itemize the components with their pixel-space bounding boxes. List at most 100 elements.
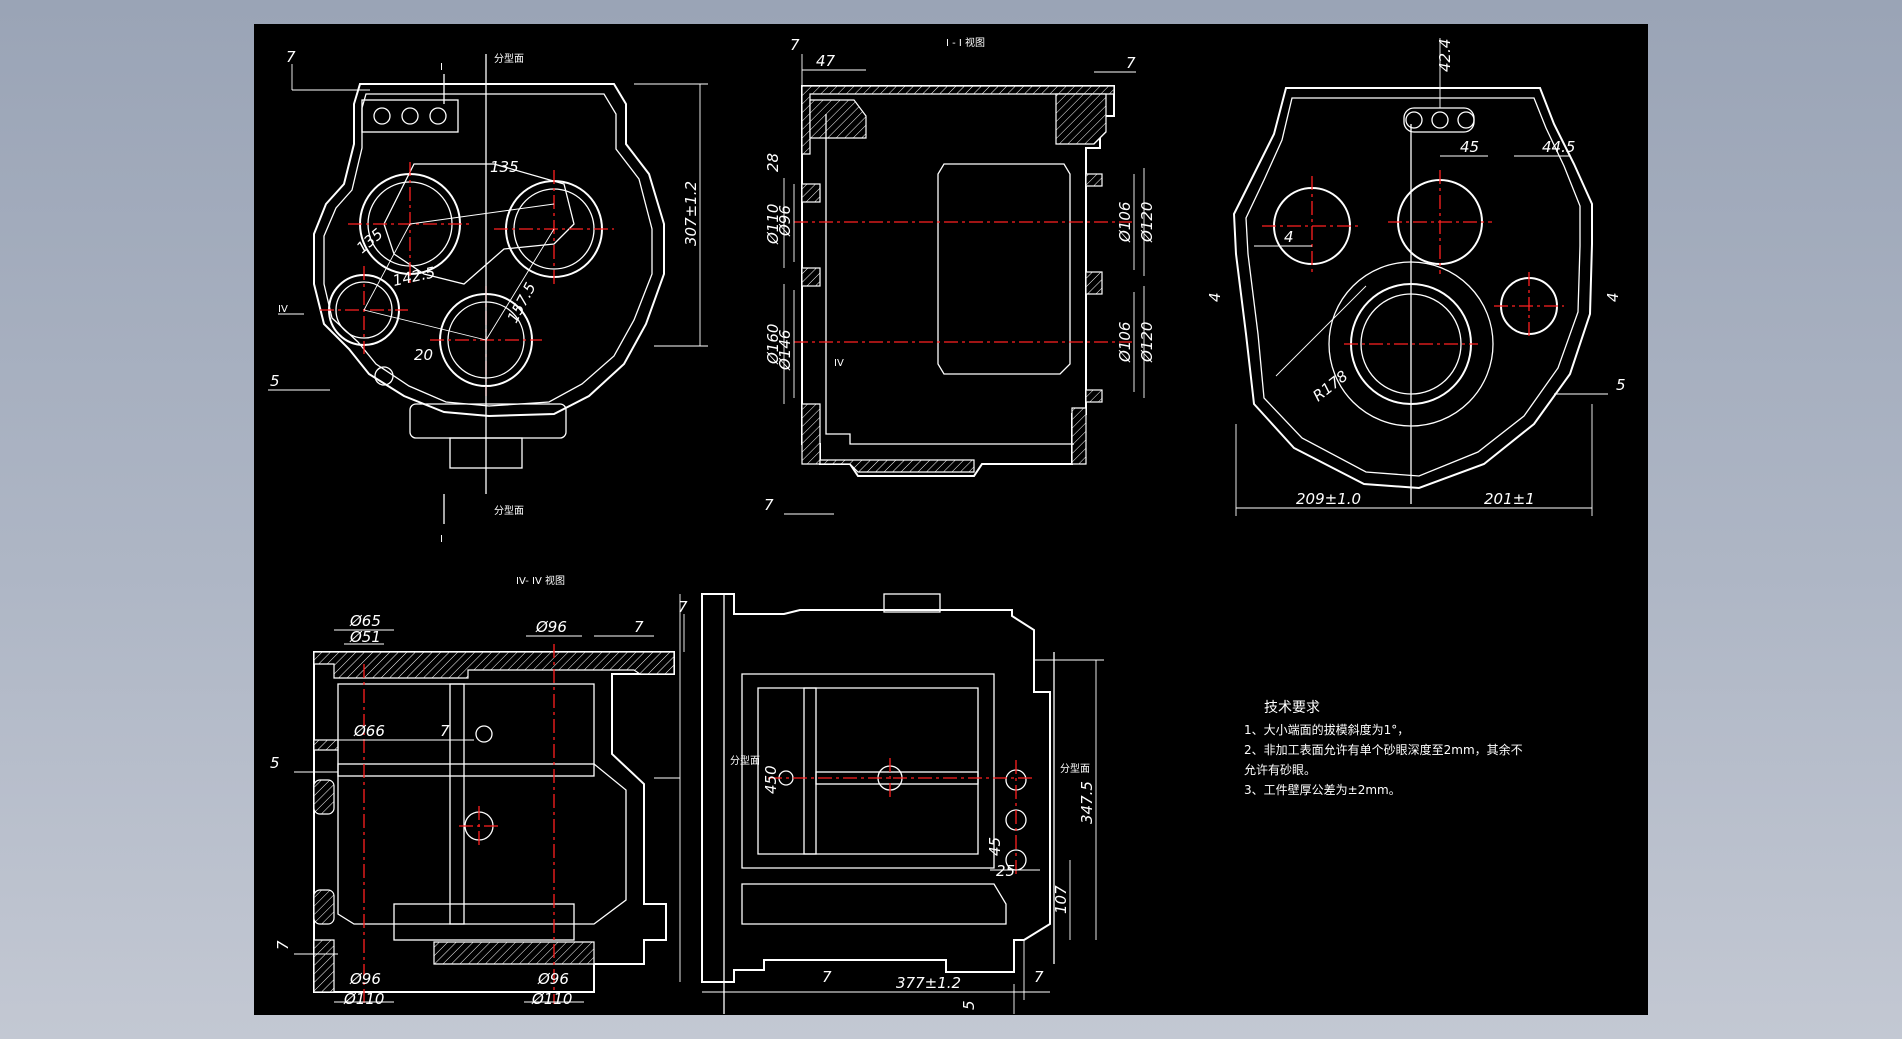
dim-label: 377±1.2	[896, 974, 961, 992]
dim-label: Ø146	[776, 330, 794, 371]
dim-label: 5	[270, 372, 280, 390]
dim-label: 25	[996, 862, 1015, 880]
rib	[449, 683, 465, 925]
hole	[1405, 111, 1423, 129]
dim-line	[485, 228, 555, 341]
note-line: 允许有砂眼。	[1244, 762, 1316, 777]
dim-label: Ø110	[343, 990, 384, 1008]
section-wall	[313, 939, 335, 993]
dim-label: 42.4	[1436, 39, 1454, 72]
rib	[803, 687, 817, 855]
hole	[1457, 111, 1475, 129]
parting-label: 分型面	[1060, 762, 1090, 775]
dim-label: Ø120	[1138, 322, 1156, 363]
hole	[475, 725, 493, 743]
section-wall	[313, 779, 335, 815]
dim-label: Ø110	[764, 204, 782, 245]
dim-label: 142.5	[391, 263, 437, 290]
inner-wall	[825, 114, 1074, 445]
dim-line	[409, 203, 555, 225]
dim-label: 4	[1206, 292, 1224, 302]
dim-label: Ø120	[1138, 202, 1156, 243]
bottom-flange	[741, 883, 1007, 925]
dim-label: 7	[286, 48, 296, 66]
inner-cavity	[337, 683, 627, 925]
bore-inner	[335, 281, 393, 339]
dim-label: Ø96	[537, 970, 569, 988]
section-outline	[313, 651, 675, 993]
drawing-sheet: I I 分型面 分型面 IV 7 135 135 142.5 157.5 20 …	[254, 24, 1648, 1015]
top-view: 分型面 分型面 450 347.5 45 25 107 7 377±1.2 7 …	[654, 593, 1104, 1014]
view-mark: IV	[834, 358, 844, 369]
section-wall	[1085, 173, 1103, 187]
top-outline	[701, 593, 1051, 983]
top-boss	[883, 593, 941, 613]
section-wall	[801, 183, 821, 203]
front-inner-outline	[323, 93, 653, 407]
rib	[383, 163, 575, 285]
dim-label: 7	[790, 36, 800, 54]
view-title: IV- IV 视图	[516, 574, 565, 587]
dim-label: 44.5	[1542, 138, 1575, 156]
inner-cavity	[741, 673, 995, 869]
parting-label: 分型面	[494, 52, 524, 65]
hole	[429, 107, 447, 125]
dim-label: 7	[764, 496, 774, 514]
cad-drawing: I I 分型面 分型面 IV 7 135 135 142.5 157.5 20 …	[268, 36, 1626, 1014]
dim-label: Ø160	[764, 324, 782, 365]
section-wall	[1085, 271, 1103, 295]
dim-label: 45	[986, 837, 1004, 856]
section-wall	[801, 85, 1115, 155]
dim-label: 7	[440, 722, 450, 740]
dim-label: 47	[816, 52, 836, 70]
section-wall	[313, 889, 335, 925]
dim-label: 7	[274, 940, 292, 950]
note-line: 2、非加工表面允许有单个砂眼深度至2mm，其余不	[1244, 742, 1523, 757]
dim-label: 7	[822, 968, 832, 986]
dim-label: 135	[353, 225, 387, 257]
dim-line	[363, 223, 411, 311]
dim-label: Ø110	[531, 990, 572, 1008]
dim-label: 7	[634, 618, 644, 636]
dim-label: 307±1.2	[682, 181, 700, 246]
section-wall	[1055, 93, 1107, 145]
section-mark: I	[440, 534, 443, 545]
dim-label: 5	[270, 754, 280, 772]
bottom-boss	[393, 903, 575, 941]
hole	[401, 107, 419, 125]
dim-label: Ø106	[1116, 322, 1134, 363]
note-line: 3、工件壁厚公差为±2mm。	[1244, 782, 1401, 797]
dim-label: 45	[1460, 138, 1479, 156]
section-wall	[809, 99, 867, 139]
front-outline	[313, 83, 665, 418]
notes-title: 技术要求	[1264, 700, 1320, 716]
dim-label: 135	[490, 158, 519, 176]
dim-label: 5	[960, 1000, 978, 1010]
dim-line	[363, 309, 487, 341]
section-wall	[1071, 407, 1087, 465]
dim-label: Ø65	[349, 612, 381, 630]
dim-label: Ø96	[349, 970, 381, 988]
section-wall	[313, 739, 339, 751]
dim-label: Ø66	[353, 722, 385, 740]
rib	[337, 763, 595, 777]
note-line: 1、大小端面的拔模斜度为1°，	[1244, 722, 1409, 737]
dim-label: Ø51	[349, 628, 381, 646]
dim-label: 4	[1284, 228, 1294, 246]
dim-label: R178	[1309, 367, 1351, 405]
dim-label: 7	[1126, 54, 1136, 72]
top-boss	[361, 99, 459, 133]
rear-inner	[1245, 97, 1581, 477]
technical-notes: 技术要求 1、大小端面的拔模斜度为1°， 2、非加工表面允许有单个砂眼深度至2m…	[1244, 700, 1523, 797]
dim-label: Ø96	[535, 618, 567, 636]
dim-label: 5	[1616, 376, 1626, 394]
cavity	[937, 163, 1071, 375]
dim-label: 28	[764, 153, 782, 172]
front-view: I I 分型面 分型面 IV 7 135 135 142.5 157.5 20 …	[268, 48, 708, 545]
dim-label: 107	[1052, 885, 1070, 914]
section-wall	[313, 651, 675, 679]
dim-line	[1275, 285, 1367, 377]
section-wall	[1085, 389, 1103, 403]
dim-label: 201±1	[1484, 490, 1535, 508]
parting-label: 分型面	[494, 504, 524, 517]
